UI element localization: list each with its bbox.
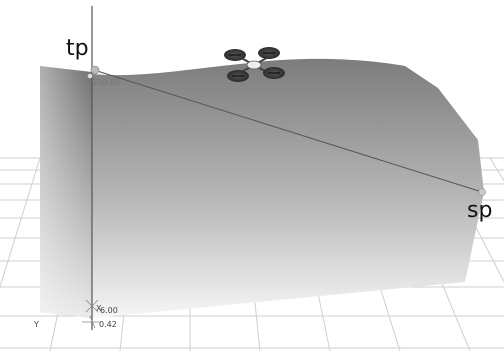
terrain-surface <box>92 58 484 319</box>
tp-point-marker[interactable] <box>90 65 100 75</box>
drone-icon[interactable] <box>224 47 285 82</box>
x-axis-readout: 6.00 <box>100 306 118 315</box>
x-axis-label: X <box>96 304 102 313</box>
tp-label: tp <box>66 36 89 61</box>
sp-label: sp <box>467 198 493 223</box>
tp-sp-line <box>93 69 483 193</box>
axis-origin-marker <box>82 299 100 329</box>
tp-coordinate-label: 250.80 <box>92 78 120 87</box>
y-axis-readout: 0.42 <box>99 320 117 329</box>
tp-sub-marker <box>87 73 93 79</box>
sp-point-marker[interactable] <box>478 188 486 196</box>
y-axis-label: Y <box>34 320 39 329</box>
